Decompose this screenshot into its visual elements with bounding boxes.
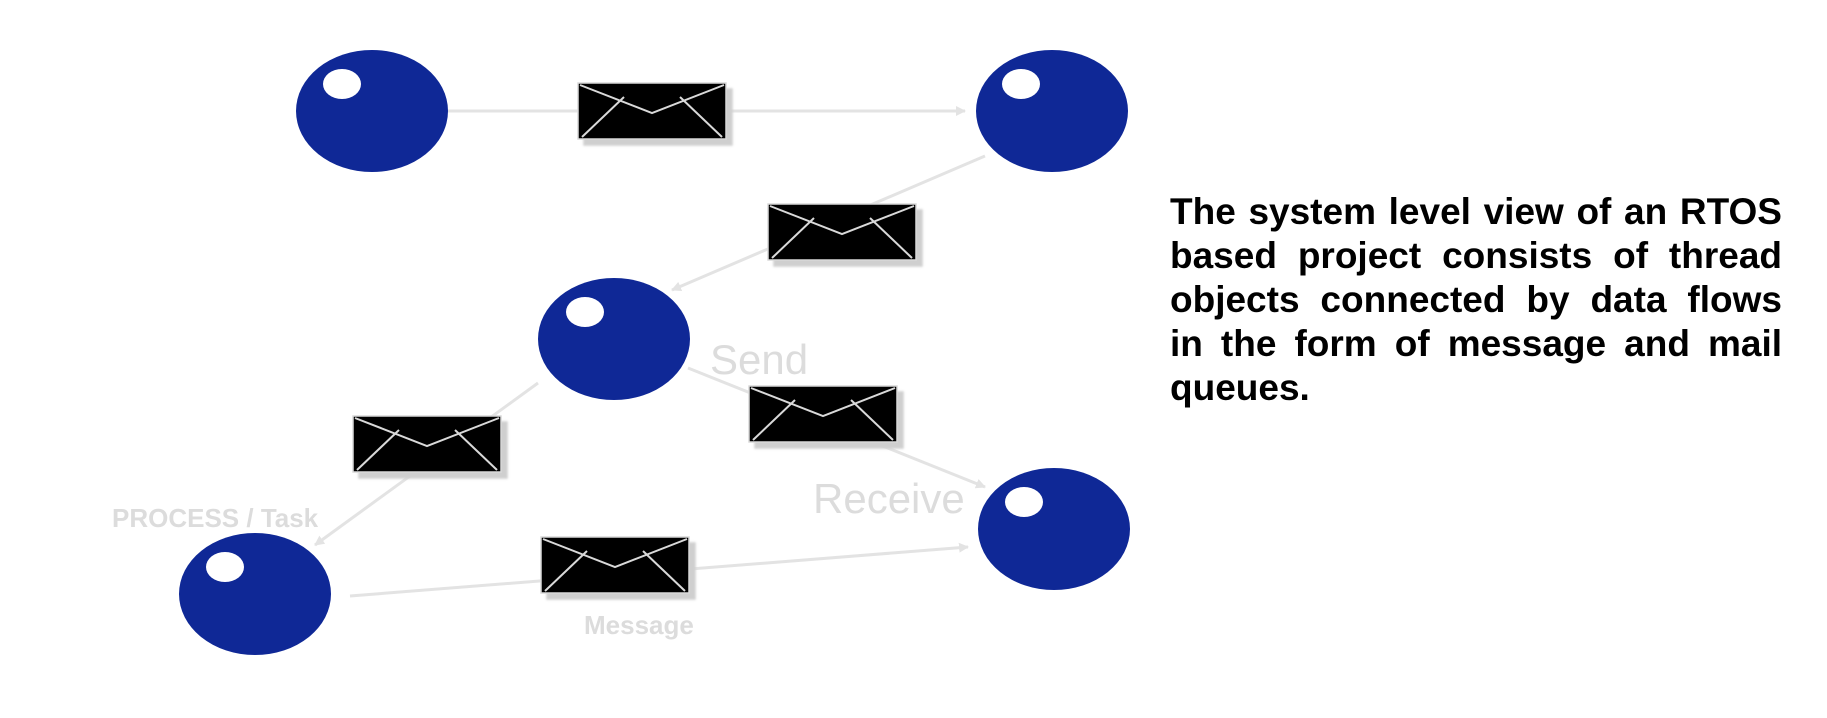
rtos-dataflow-diagram: PROCESS / Task Send Receive Message <box>112 50 1130 655</box>
envelope-icon <box>540 536 690 594</box>
thread-node <box>296 50 448 172</box>
node-highlight <box>1005 487 1043 517</box>
envelope-icon <box>767 203 917 261</box>
thread-node <box>179 533 331 655</box>
thread-nodes <box>179 50 1130 655</box>
thread-node <box>538 278 690 400</box>
node-highlight <box>323 69 361 99</box>
envelope-icon <box>748 385 898 443</box>
envelope-icon <box>577 82 727 140</box>
node-highlight <box>206 552 244 582</box>
process-task-label: PROCESS / Task <box>112 503 319 533</box>
send-label: Send <box>710 336 808 383</box>
message-envelopes <box>352 82 917 594</box>
message-label: Message <box>584 610 694 640</box>
node-highlight <box>1002 69 1040 99</box>
envelope-icon <box>352 415 502 473</box>
receive-label: Receive <box>813 475 965 522</box>
thread-node <box>976 50 1128 172</box>
description-text: The system level view of an RTOS based p… <box>1170 191 1782 408</box>
node-highlight <box>566 297 604 327</box>
thread-node <box>978 468 1130 590</box>
